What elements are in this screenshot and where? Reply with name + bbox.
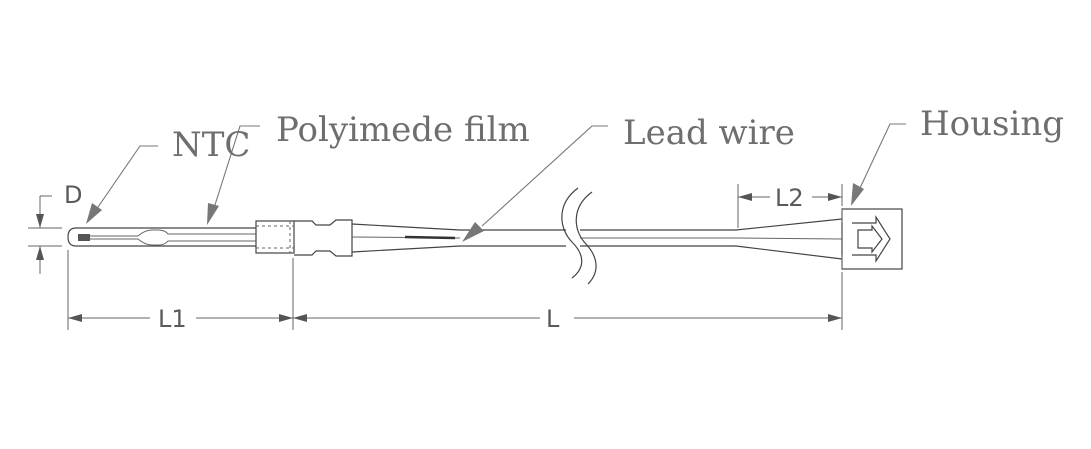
- dimension-d: [28, 195, 62, 274]
- lead-wire: [351, 187, 843, 285]
- label-ntc: NTC: [172, 125, 250, 165]
- dim-label-d: D: [64, 181, 82, 209]
- dim-label-l: L: [546, 305, 560, 333]
- label-lead-wire: Lead wire: [623, 113, 795, 153]
- dimension-l: [293, 272, 843, 330]
- crimp-sleeve: [255, 219, 353, 257]
- housing-connector: [841, 208, 903, 270]
- dimension-l1: [67, 250, 294, 330]
- label-polyimede-film: Polyimede film: [276, 110, 530, 150]
- label-housing: Housing: [920, 104, 1064, 144]
- callout-leaders: [86, 123, 906, 242]
- probe-tip: [67, 227, 256, 247]
- dim-label-l1: L1: [158, 305, 187, 333]
- dim-label-l2: L2: [775, 184, 804, 212]
- ntc-chip: [78, 234, 90, 241]
- dimension-l2: [737, 184, 843, 228]
